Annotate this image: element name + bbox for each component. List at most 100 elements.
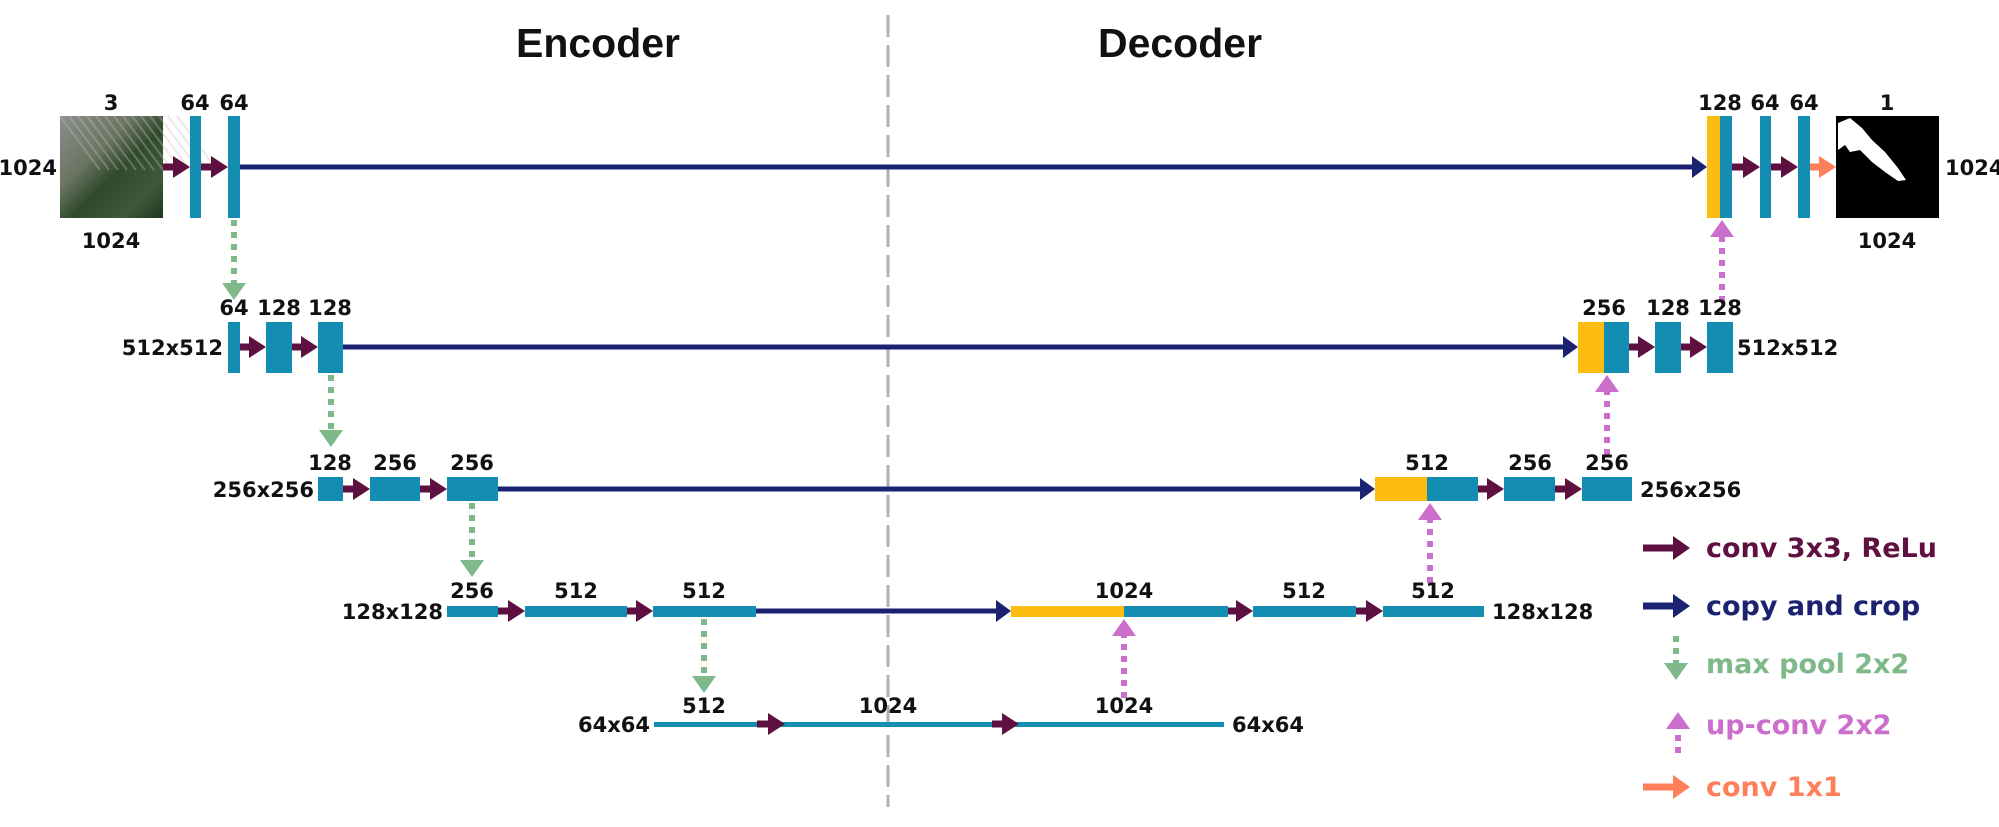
input-image-texture [77,115,119,171]
legend-pool-label: max pool 2x2 [1706,649,1909,680]
channel-label: 512 [1411,579,1455,603]
feature-map [1798,116,1810,218]
channel-label: 128 [308,296,352,320]
input-image-texture [59,115,101,171]
legend-conv-icon-head [1673,536,1690,560]
feature-map [1604,322,1629,373]
conv-arrow-head [173,156,190,178]
up-conv-arrow-head [1710,220,1734,237]
conv-arrow-head [211,156,228,178]
diagram-shapes [59,15,1939,807]
size-label: 128x128 [1492,600,1593,624]
size-label: 512x512 [122,336,223,360]
size-label: 128x128 [342,600,443,624]
conv-arrow-head [1781,156,1798,178]
input-image-texture [95,115,137,171]
channel-label: 1024 [859,694,917,718]
max-pool-arrow-head [222,283,246,300]
channel-label: 512 [1405,451,1449,475]
channel-label: 256 [1582,296,1626,320]
legend: conv 3x3, ReLu copy and crop max pool 2x… [1706,533,1937,803]
channel-label: 256 [1585,451,1629,475]
up-conv-arrow-head [1418,503,1442,520]
legend-conv1x1-label: conv 1x1 [1706,772,1842,803]
copy-crop-arrow-head [1360,478,1375,500]
conv-arrow-head [1487,478,1504,500]
size-label: 512x512 [1737,336,1838,360]
conv-arrow-head [1743,156,1760,178]
channel-label: 512 [1282,579,1326,603]
channel-label: 512 [682,694,726,718]
feature-map [1582,477,1632,501]
legend-pool-icon-head [1664,663,1688,680]
legend-conv-label: conv 3x3, ReLu [1706,533,1937,564]
conv-arrow-head [301,336,318,358]
input-image-texture [131,115,173,171]
size-label: 64x64 [1232,713,1304,737]
channel-label: 64 [1789,91,1818,115]
conv-arrow-head [1638,336,1655,358]
feature-map [228,116,240,218]
copy-crop-arrow-head [996,600,1011,622]
legend-copy-icon-head [1673,594,1690,618]
channel-label: 256 [1508,451,1552,475]
channel-label: 64 [219,91,248,115]
feature-map [1760,116,1771,218]
channel-label: 128 [257,296,301,320]
channel-label: 128 [308,451,352,475]
channel-label: 64 [1750,91,1779,115]
feature-map [1383,606,1484,617]
size-label: 256x256 [1640,478,1741,502]
channel-label: 256 [450,579,494,603]
size-label: 64x64 [578,713,650,737]
channel-label: 1024 [1095,579,1153,603]
input-image-texture [113,115,155,171]
copy-crop-arrow-head [1692,156,1707,178]
up-conv-arrow-head [1595,375,1619,392]
conv-arrow-head [768,713,785,735]
channel-label: 512 [554,579,598,603]
conv-arrow-head [1366,600,1383,622]
size-label: 256x256 [213,478,314,502]
feature-map [266,322,292,373]
conv-arrow-head [1236,600,1253,622]
conv-arrow-head [430,478,447,500]
channel-label: 512 [682,579,726,603]
input-height-label: 1024 [0,156,57,180]
decoder-title: Decoder [1098,20,1262,66]
conv-arrow-head [636,600,653,622]
feature-map [1124,606,1228,617]
feature-map [447,606,498,617]
max-pool-arrow-head [460,560,484,577]
feature-map [653,606,756,617]
feature-map [228,322,240,373]
channel-label: 64 [180,91,209,115]
channel-label: 64 [219,296,248,320]
input-image-texture [167,115,209,171]
feature-map [1253,606,1356,617]
channel-label: 128 [1698,91,1742,115]
feature-map [1720,116,1732,218]
conv-arrow-head [508,600,525,622]
input-image-texture [149,115,191,171]
feature-map [654,722,1224,727]
feature-map [1655,322,1681,373]
feature-map [318,477,343,501]
input-image-texture [104,115,146,171]
max-pool-arrow-head [319,430,343,447]
output-height-label: 1024 [1945,156,1999,180]
copied-feature-map [1375,477,1427,501]
feature-map [1707,322,1733,373]
channel-label: 256 [450,451,494,475]
copy-crop-arrow-head [1563,336,1578,358]
input-width-label: 1024 [82,229,140,253]
max-pool-arrow-head [692,676,716,693]
input-image [60,116,163,218]
legend-copy-label: copy and crop [1706,591,1920,622]
feature-map [1427,477,1478,501]
channel-label: 128 [1698,296,1742,320]
feature-map [525,606,627,617]
conv-arrow-head [1690,336,1707,358]
feature-map [190,116,201,218]
conv1x1-arrow-head [1819,156,1836,178]
